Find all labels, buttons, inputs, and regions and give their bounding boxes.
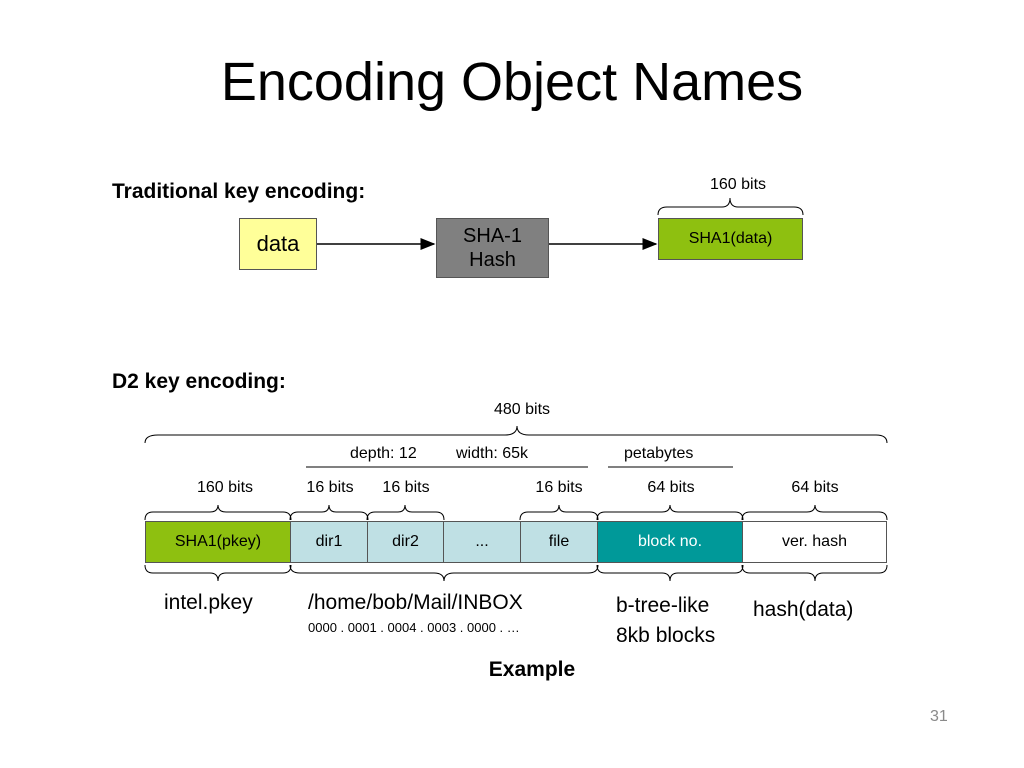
field-bits-dir1: 16 bits [306,479,354,496]
field-dir1: dir1 [290,521,368,563]
slide-title: Encoding Object Names [220,52,804,112]
hash-label-line2: Hash [469,249,516,271]
field-label-blockno: block no. [637,533,703,550]
d2-heading: D2 key encoding: [112,370,286,393]
sha1-data-box: SHA1(data) [658,218,803,260]
brace-top-file [519,504,599,521]
brace-top-verhash [741,504,888,521]
field-ellipsis: ... [443,521,521,563]
petabytes-label: petabytes [624,445,694,462]
example-btree: b-tree-like 8kb blocks [616,591,715,651]
field-bits-file: 16 bits [535,479,583,496]
brace-bottom-verhash [741,564,888,582]
brace-bottom-path [289,564,599,582]
brace-top-sha1pkey [144,504,292,521]
brace-top-dir2 [366,504,445,521]
field-bits-sha1pkey: 160 bits [196,479,254,496]
example-caption: Example [488,658,576,681]
field-bits-dir2: 16 bits [382,479,430,496]
field-block-no: block no. [597,521,743,563]
field-sha1-pkey: SHA1(pkey) [145,521,291,563]
brace-bottom-sha1pkey [144,564,292,582]
example-btree-line2: 8kb blocks [616,624,716,647]
example-path: /home/bob/Mail/INBOX [308,591,523,614]
field-file: file [520,521,598,563]
data-box: data [239,218,317,270]
data-box-label: data [256,231,300,256]
field-label-dir2: dir2 [392,533,419,550]
field-label-verhash: ver. hash [782,533,847,550]
output-bits-label: 160 bits [709,176,767,193]
field-label-dir1: dir1 [315,533,343,550]
traditional-heading: Traditional key encoding: [112,180,366,203]
field-ver-hash: ver. hash [742,521,887,563]
example-hash: hash(data) [753,598,854,621]
field-label-file: file [548,533,570,550]
hash-label-line1: SHA-1 [463,225,522,247]
width-label: width: 65k [456,445,529,462]
depth-label: depth: 12 [350,445,417,462]
sha1-data-label: SHA1(data) [688,230,773,247]
field-bits-blockno: 64 bits [647,479,695,496]
field-label-ellipsis: ... [475,533,489,550]
brace-top-dir1 [289,504,369,521]
field-label-sha1pkey: SHA1(pkey) [174,533,262,550]
total-bits-label: 480 bits [493,401,551,418]
brace-top-blockno [596,504,744,521]
field-bits-verhash: 64 bits [791,479,839,496]
field-dir2: dir2 [367,521,444,563]
brace-output-bits [657,197,804,216]
brace-total-bits [144,425,888,444]
slide-number: 31 [930,708,948,725]
example-btree-line1: b-tree-like [616,594,710,617]
example-pkey: intel.pkey [164,591,253,614]
example-path-code: 0000 . 0001 . 0004 . 0003 . 0000 . … [308,620,520,635]
brace-bottom-blockno [596,564,744,582]
sha1-hash-box: SHA-1 Hash [436,218,549,278]
